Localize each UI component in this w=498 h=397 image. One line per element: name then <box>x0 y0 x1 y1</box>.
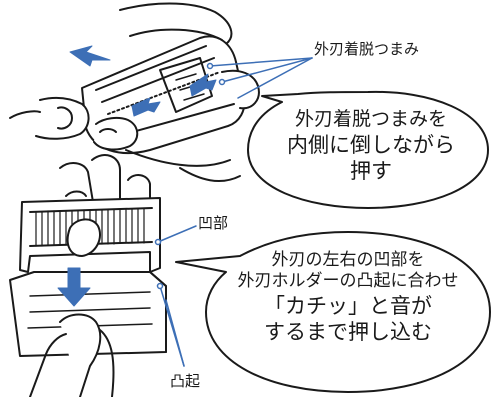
bubble-bottom-line3: 「カチッ」と音が <box>264 293 432 318</box>
bubble-bottom-line4: するまで押し込む <box>264 319 432 344</box>
protrusion-leader <box>156 282 185 367</box>
press-arrow-1 <box>189 73 217 97</box>
bottom-hand-top <box>59 154 151 221</box>
bubble-top-line1: 外刃着脱つまみを <box>294 108 447 130</box>
bubble-top-line2: 内側に倒しながら <box>287 132 455 157</box>
bubble-top-line3: 押す <box>350 159 392 183</box>
knob-leader-lines <box>206 57 313 99</box>
bubble-top-text: 外刃着脱つまみを 内側に倒しながら 押す <box>258 108 484 184</box>
bubble-bottom-line1: 外刃の左右の凹部を <box>271 250 425 270</box>
outer-blade-holder <box>9 271 167 357</box>
label-recess: 凹部 <box>198 214 229 232</box>
slide-direction-arrow <box>69 45 111 67</box>
speech-bubble-bottom <box>175 231 491 393</box>
label-protrusion: 凸起 <box>170 372 201 390</box>
recess-leader <box>154 225 197 246</box>
press-arrow-2 <box>131 97 161 117</box>
bubble-bottom-line2: 外刃ホルダーの凸起に合わせ <box>237 271 459 292</box>
label-outer-blade-release-knob: 外刃着脱つまみ <box>314 40 420 58</box>
bottom-hand <box>29 313 115 397</box>
speech-bubble-top <box>247 90 489 209</box>
bubble-bottom-text: 外刃の左右の凹部を 外刃ホルダーの凸起に合わせ 「カチッ」と音が するまで押し込… <box>212 250 484 345</box>
insert-down-arrow <box>57 267 91 307</box>
outer-blade <box>19 197 161 273</box>
